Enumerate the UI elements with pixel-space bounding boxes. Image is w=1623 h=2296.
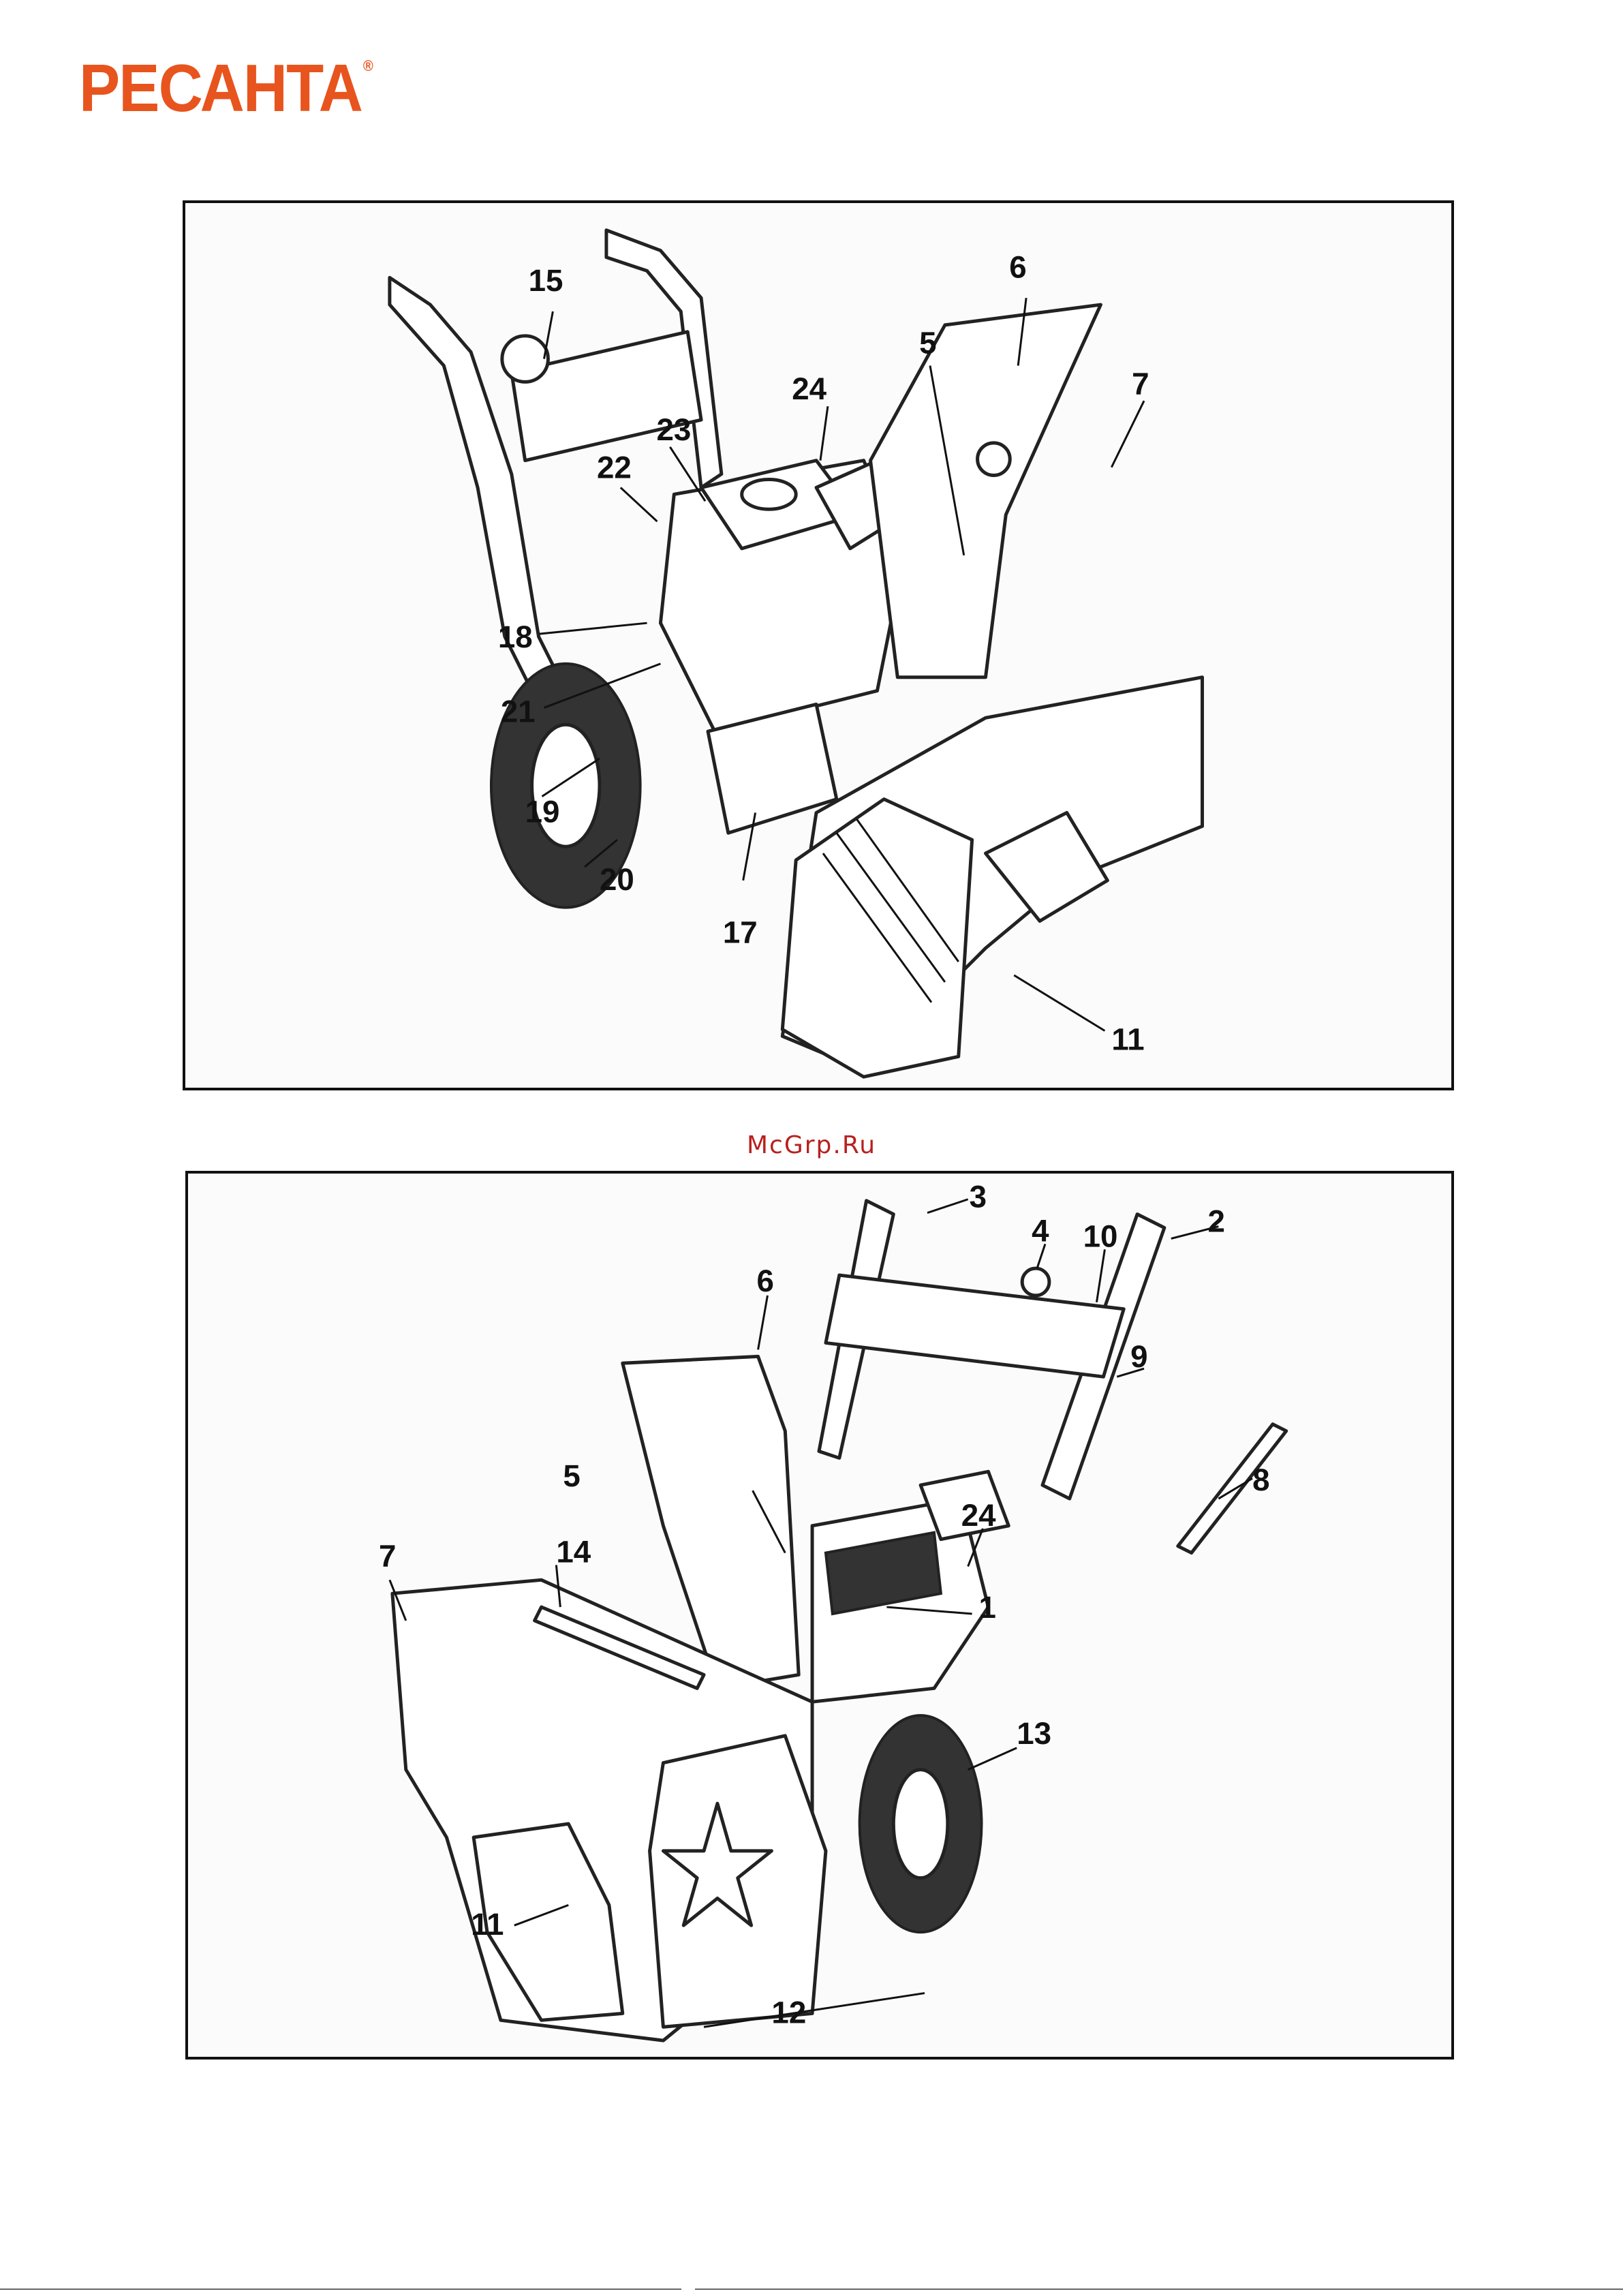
callout-5: 5	[919, 326, 936, 361]
callout-17: 17	[723, 915, 758, 949]
registered-mark: ®	[363, 57, 372, 74]
callout-22: 22	[597, 450, 632, 485]
snowblower-front-view-diagram: 3 4 10 2 6 9 5 24 8 7 14 1 13 11 12	[185, 1171, 1454, 2060]
callout-24: 24	[961, 1498, 996, 1533]
dash-panel	[826, 1275, 1124, 1377]
watermark: McGrp.Ru	[747, 1131, 876, 1159]
snowblower-front-illustration: 3 4 10 2 6 9 5 24 8 7 14 1 13 11 12	[188, 1174, 1451, 2057]
control-knob	[1022, 1268, 1049, 1296]
right-wheel-hub	[893, 1770, 948, 1878]
callout-6: 6	[1009, 249, 1026, 284]
callout-21: 21	[501, 694, 536, 729]
footer-rule-right	[695, 2289, 1623, 2290]
snowblower-rear-illustration: 15 6 5 24 23 22 7 18 21 19 20 17 11	[185, 203, 1451, 1088]
callout-12: 12	[771, 1995, 806, 2030]
callout-23: 23	[656, 412, 691, 447]
callout-19: 19	[525, 794, 560, 829]
callout-15: 15	[529, 263, 563, 298]
brand-logo: РЕСАНТА®	[79, 55, 372, 121]
callout-7: 7	[1132, 366, 1149, 401]
callout-8: 8	[1252, 1463, 1269, 1497]
callout-3: 3	[970, 1180, 987, 1214]
chute-knob	[978, 443, 1010, 476]
callout-24: 24	[792, 371, 826, 406]
callout-10: 10	[1083, 1219, 1118, 1253]
callout-4: 4	[1032, 1213, 1049, 1248]
callout-14: 14	[556, 1534, 591, 1569]
callout-11: 11	[1111, 1022, 1144, 1056]
callout-5: 5	[563, 1458, 580, 1493]
speed-lever	[1178, 1424, 1286, 1553]
brand-logo-text: РЕСАНТА	[79, 50, 362, 125]
callout-18: 18	[498, 619, 533, 654]
callout-2: 2	[1207, 1204, 1224, 1238]
callout-6: 6	[757, 1264, 774, 1298]
callout-1: 1	[979, 1590, 996, 1625]
callout-9: 9	[1130, 1339, 1147, 1374]
fuel-cap	[742, 480, 797, 510]
snowblower-rear-view-diagram: 15 6 5 24 23 22 7 18 21 19 20 17 11	[183, 200, 1454, 1090]
discharge-chute	[871, 305, 1101, 677]
callout-7: 7	[379, 1538, 396, 1573]
footer-rule-left	[0, 2289, 681, 2290]
shift-knob	[502, 336, 548, 382]
callout-20: 20	[600, 862, 634, 897]
callout-13: 13	[1017, 1716, 1051, 1751]
callout-11: 11	[471, 1907, 504, 1942]
